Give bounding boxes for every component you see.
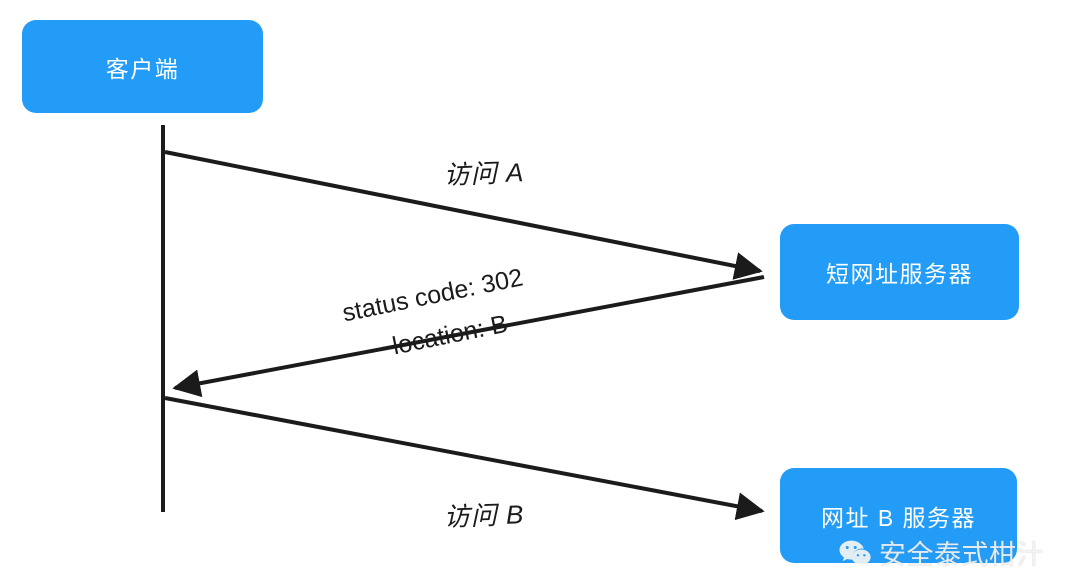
node-client[interactable]: 客户端: [22, 20, 263, 113]
edge-label-visit-a: 访问 A: [443, 157, 525, 190]
message-arrow-redirect: [172, 275, 765, 398]
node-url-b-server[interactable]: 网址 B 服务器: [780, 468, 1017, 563]
message-arrow-visit-b: [164, 396, 765, 521]
node-short-url-server-label: 短网址服务器: [826, 261, 973, 287]
node-client-label: 客户端: [105, 55, 180, 82]
edge-label-visit-b: 访问 B: [443, 499, 525, 532]
message-arrow-visit-a: [164, 150, 763, 280]
node-url-b-server-label: 网址 B 服务器: [820, 504, 977, 531]
node-short-url-server[interactable]: 短网址服务器: [780, 224, 1019, 320]
